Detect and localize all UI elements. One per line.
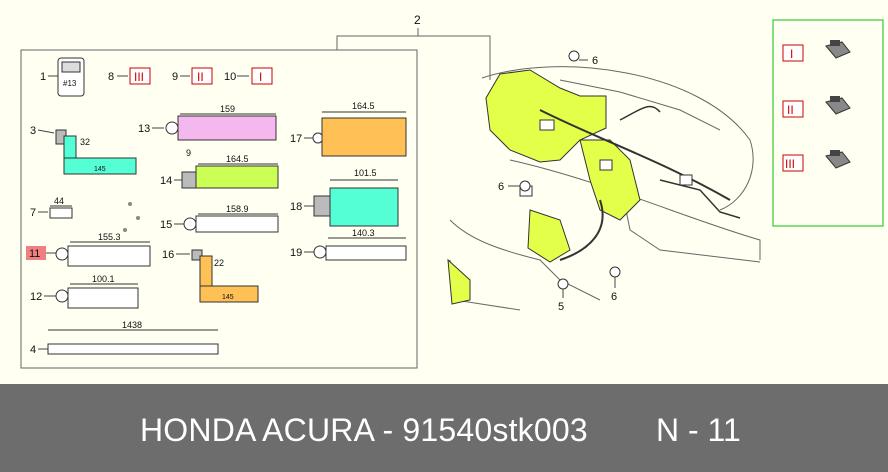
svg-text:1: 1	[40, 71, 46, 83]
wire-harness	[447, 69, 741, 305]
svg-text:11: 11	[29, 248, 40, 260]
svg-text:12: 12	[30, 291, 42, 303]
svg-text:14: 14	[160, 175, 172, 187]
part-12: 12 100.1	[30, 274, 139, 309]
callout-5: 5	[557, 278, 569, 313]
svg-text:145: 145	[222, 294, 234, 301]
svg-text:140.3: 140.3	[352, 228, 375, 238]
svg-text:5: 5	[558, 301, 564, 313]
parts-frame	[20, 49, 418, 369]
callout-6-mid: 6	[498, 180, 531, 193]
svg-text:16: 16	[162, 249, 174, 261]
svg-text:6: 6	[498, 181, 504, 193]
svg-text:2: 2	[414, 13, 421, 27]
callout-2: 2	[336, 13, 491, 80]
svg-text:3: 3	[30, 125, 36, 137]
legend-item-ii: II	[782, 96, 851, 118]
svg-text:I: I	[259, 70, 262, 84]
svg-text:32: 32	[80, 137, 90, 147]
svg-text:10: 10	[224, 71, 236, 83]
svg-text:158.9: 158.9	[226, 204, 249, 214]
part-8: 8 III	[108, 67, 151, 85]
callout-6-top: 6	[568, 50, 598, 67]
svg-text:1438: 1438	[122, 320, 142, 330]
svg-text:159: 159	[220, 104, 235, 114]
clip-i-icon	[825, 40, 851, 59]
fastener-legend: I II III	[772, 19, 884, 227]
legend-item-i: I	[782, 40, 851, 62]
diagram-code: N - 11	[656, 412, 741, 448]
svg-text:145: 145	[94, 166, 106, 173]
parts-diagram: 2 1 #13 8 III 9 II 10 I 3 32 145	[20, 13, 884, 369]
svg-text:101.5: 101.5	[354, 168, 377, 178]
clip-iii-icon	[825, 150, 851, 169]
svg-text:III: III	[785, 157, 795, 171]
svg-text:II: II	[787, 103, 794, 117]
part-3: 3 32 145	[30, 125, 137, 175]
part-10: 10 I	[224, 67, 273, 85]
svg-text:164.5: 164.5	[352, 101, 375, 111]
svg-text:#13: #13	[63, 79, 77, 88]
dot-markers	[123, 202, 140, 232]
part-title: HONDA ACURA - 91540stk003	[140, 412, 588, 448]
part-4: 4 1438	[30, 320, 219, 356]
svg-text:4: 4	[30, 344, 36, 356]
part-11: 11 155.3	[26, 232, 151, 267]
part-14: 14 9 164.5	[160, 148, 279, 189]
svg-text:8: 8	[108, 71, 114, 83]
svg-text:6: 6	[611, 291, 617, 303]
svg-text:155.3: 155.3	[98, 232, 121, 242]
svg-text:17: 17	[290, 133, 302, 145]
part-18: 18 101.5	[290, 168, 399, 227]
svg-text:15: 15	[160, 219, 172, 231]
svg-text:22: 22	[214, 258, 224, 268]
part-15: 15 158.9	[160, 204, 279, 233]
part-13: 13 159	[138, 104, 277, 141]
svg-text:9: 9	[186, 148, 191, 158]
diagram-area: 2 1 #13 8 III 9 II 10 I 3 32 145	[20, 13, 884, 369]
svg-text:100.1: 100.1	[92, 274, 115, 284]
svg-text:13: 13	[138, 123, 150, 135]
part-7: 7 44	[30, 196, 73, 219]
svg-text:II: II	[197, 70, 204, 84]
part-17: 17 164.5	[290, 101, 407, 157]
svg-text:18: 18	[290, 201, 302, 213]
callout-6-bottom: 6	[609, 266, 621, 303]
part-1: 1 #13	[40, 57, 85, 97]
footer-bar: HONDA ACURA - 91540stk003 N - 11	[0, 384, 888, 472]
clip-ii-icon	[825, 96, 851, 115]
svg-text:6: 6	[592, 55, 598, 67]
svg-text:44: 44	[54, 196, 64, 206]
svg-text:164.5: 164.5	[226, 154, 249, 164]
part-19: 19 140.3	[290, 228, 407, 261]
legend-item-iii: III	[782, 150, 851, 172]
svg-text:7: 7	[30, 207, 36, 219]
svg-text:9: 9	[172, 71, 178, 83]
part-9: 9 II	[172, 67, 213, 85]
part-16: 16 22 145	[162, 249, 259, 303]
svg-text:III: III	[134, 70, 144, 84]
svg-text:I: I	[790, 47, 793, 61]
svg-text:19: 19	[290, 247, 302, 259]
